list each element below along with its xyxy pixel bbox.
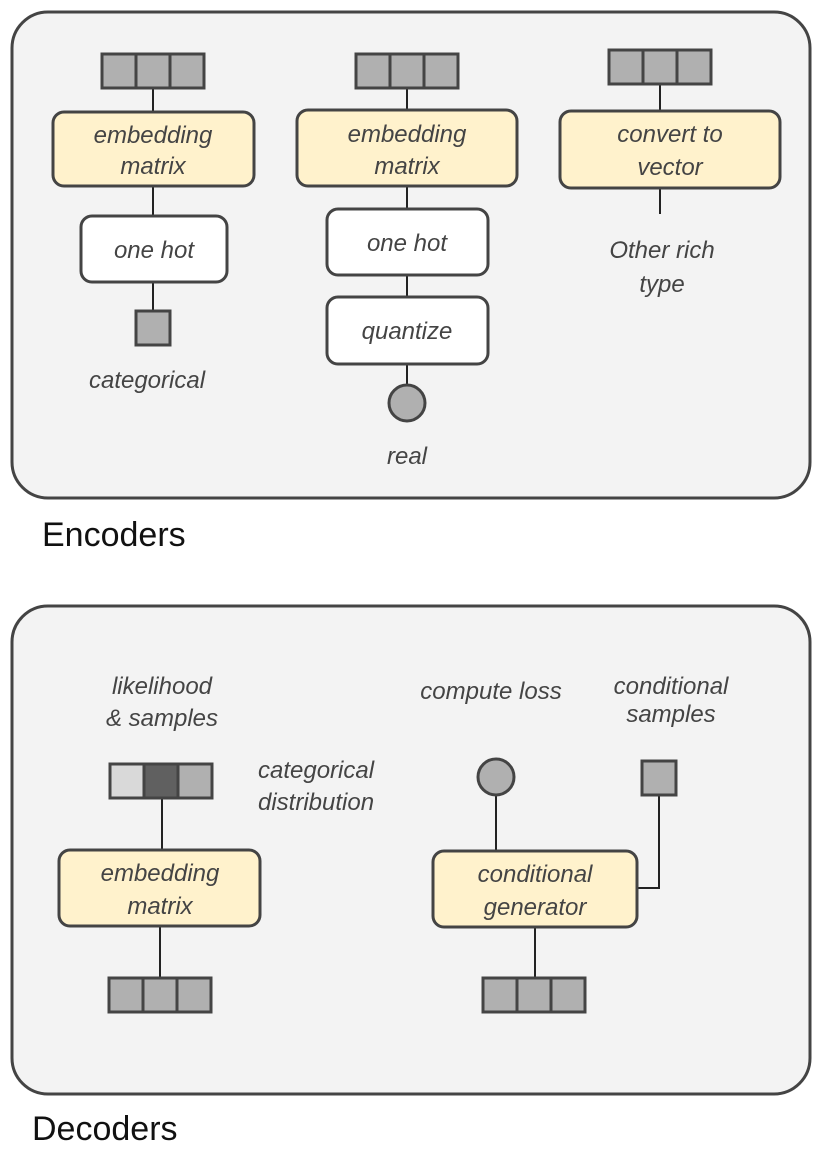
node-label: generator [484,894,588,921]
quantize-node: quantize [325,295,490,366]
node-label: matrix [127,893,193,920]
encoder-rich-type: convert to vector Other rich type [558,48,782,298]
node-label: conditional [478,861,593,888]
input-label: real [387,443,428,470]
encoder-categorical: embedding matrix one hot categorical [51,52,256,394]
samples-label: samples [626,701,715,728]
samples-label: conditional [614,673,729,700]
node-label: embedding [348,121,467,148]
node-label: embedding [94,122,213,149]
decoder-conditional: compute loss conditional samples conditi… [420,673,729,1014]
node-label: embedding [101,860,220,887]
input-vector [107,976,213,1014]
input-label: Other rich [609,237,714,264]
distribution-label: distribution [258,789,374,816]
node-label: one hot [114,237,195,264]
loss-label: compute loss [420,678,561,705]
encoders-panel: embedding matrix one hot categorical [10,10,812,500]
loss-circle [476,757,516,797]
real-input-circle [387,383,427,423]
node-label: vector [637,154,703,181]
decoder-categorical: likelihood & samples categorical distrib… [57,673,375,1014]
node-label: quantize [362,318,453,345]
decoders-panel: likelihood & samples categorical distrib… [10,604,812,1096]
embedding-matrix-node: embedding matrix [51,110,256,188]
embedding-matrix-node: embedding matrix [295,108,519,188]
input-vector [481,976,587,1014]
categorical-input-square [134,309,172,347]
node-label: one hot [367,230,448,257]
input-label: categorical [89,367,206,394]
sample-square [640,759,678,797]
distribution-vector [108,762,214,800]
one-hot-node: one hot [79,214,229,284]
encoder-real: embedding matrix one hot quantize real [295,52,519,470]
output-label: & samples [106,705,218,732]
input-label: type [639,271,684,298]
embedding-matrix-node: embedding matrix [57,848,262,928]
node-label: matrix [120,153,186,180]
section-title-encoders: Encoders [42,516,186,554]
distribution-label: categorical [258,757,375,784]
output-vector [607,48,713,86]
one-hot-node: one hot [325,207,490,277]
convert-to-vector-node: convert to vector [558,109,782,190]
output-vector [100,52,206,90]
output-vector [354,52,460,90]
node-label: convert to [617,121,722,148]
conditional-generator-node: conditional generator [431,849,639,929]
node-label: matrix [374,153,440,180]
section-title-decoders: Decoders [32,1110,178,1148]
output-label: likelihood [112,673,213,700]
